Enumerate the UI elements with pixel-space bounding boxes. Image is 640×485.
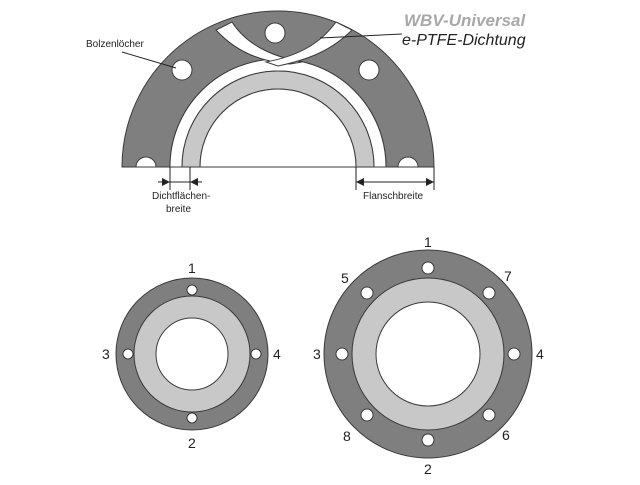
bolt-number-3: 3: [102, 346, 110, 362]
bolt-hole-4: [250, 348, 262, 360]
title-leader: [319, 33, 403, 39]
inner-opening: [199, 88, 357, 168]
arrowhead: [190, 178, 198, 186]
bolt-number-8: 8: [343, 428, 351, 444]
white-cross-band-left: [215, 21, 303, 65]
bolt-hole-2: [421, 433, 435, 447]
inner-opening: [375, 301, 481, 407]
bolt-hole-cut-right: [397, 156, 419, 168]
arrowhead: [162, 178, 170, 186]
label-bolt-holes: Bolzenlöcher: [86, 39, 144, 50]
arrowhead: [426, 178, 434, 186]
bolt-hole-7: [482, 286, 496, 300]
bolt-hole: [171, 59, 193, 81]
label-seal-width-2: breite: [166, 204, 191, 215]
arrowhead: [356, 178, 364, 186]
bolt-number-2: 2: [424, 461, 432, 477]
label-flange-width: Flanschbreite: [363, 191, 423, 202]
bolt-hole: [264, 22, 286, 44]
title-line-2: e-PTFE-Dichtung: [402, 32, 526, 49]
bolt-number-4: 4: [536, 346, 544, 362]
bolt-hole-3: [335, 347, 349, 361]
bolt-hole-2: [186, 412, 198, 424]
bolt-hole-8: [360, 408, 374, 422]
bolt-hole-3: [122, 348, 134, 360]
flange-4-bolt: 1 2 3 4: [102, 260, 281, 451]
flange-8-bolt: 1 2 3 4 5 6 7 8: [313, 234, 544, 477]
half-flange-section: Bolzenlöcher Dichtflächen- breite Flansc…: [86, 10, 527, 215]
bolt-number-4: 4: [273, 346, 281, 362]
label-seal-width-1: Dichtflächen-: [152, 191, 210, 202]
bolt-number-2: 2: [188, 435, 196, 451]
bolt-hole-4: [507, 347, 521, 361]
bolt-number-5: 5: [341, 270, 349, 286]
bolt-hole: [358, 59, 380, 81]
bolt-number-3: 3: [313, 346, 321, 362]
bolt-hole-cut-left: [135, 156, 157, 168]
bolt-hole-1: [421, 261, 435, 275]
inner-opening: [155, 317, 229, 391]
bolt-holes-leader: [121, 51, 177, 69]
bolt-number-1: 1: [188, 260, 196, 276]
bolt-hole-1: [186, 284, 198, 296]
bolt-hole-6: [482, 408, 496, 422]
bolt-number-7: 7: [504, 268, 512, 284]
bolt-number-1: 1: [424, 234, 432, 250]
title-line-1: WBV-Universal: [404, 11, 527, 30]
bolt-hole-5: [360, 286, 374, 300]
white-cross-band-right: [264, 21, 353, 67]
bolt-number-6: 6: [502, 427, 510, 443]
